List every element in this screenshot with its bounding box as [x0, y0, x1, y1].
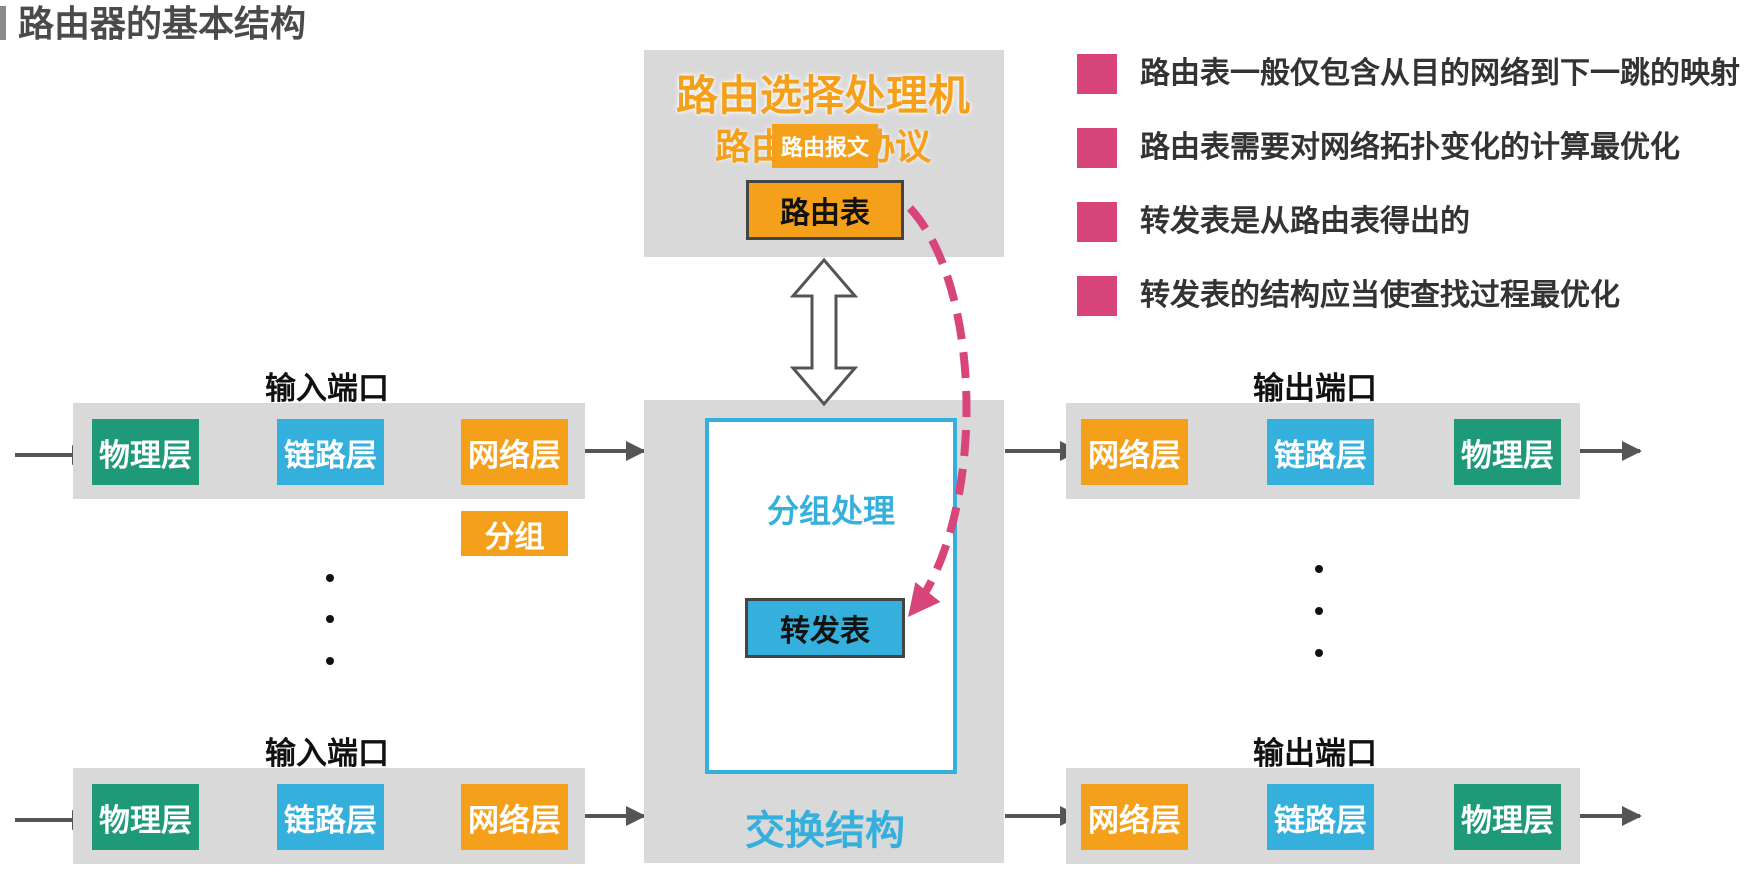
output1-link-layer: 链路层 [1267, 419, 1374, 485]
input-ellipsis-dot-3 [326, 657, 334, 665]
input1-network-layer: 网络层 [461, 419, 568, 485]
output2-physical-layer: 物理层 [1454, 784, 1561, 850]
output-ellipsis-dot-2 [1315, 607, 1323, 615]
input-port-label-1: 输入端口 [265, 371, 389, 406]
legend-text-4: 转发表的结构应当使查找过程最优化 [1140, 279, 1620, 312]
input-ellipsis-dot-1 [326, 574, 334, 582]
packet-processing-label: 分组处理 [766, 493, 895, 529]
input-ellipsis-dot-2 [326, 615, 334, 623]
routing-table-box: 路由表 [746, 180, 904, 240]
output-ellipsis-dot-1 [1315, 565, 1323, 573]
output1-physical-layer: 物理层 [1454, 419, 1561, 485]
packet-tag: 分组 [461, 511, 568, 556]
output-port-label-2: 输出端口 [1253, 736, 1377, 771]
legend-marker-3 [1077, 202, 1117, 242]
double-arrow-icon [789, 257, 859, 407]
output2-link-layer: 链路层 [1267, 784, 1374, 850]
page-title: 路由器的基本结构 [18, 3, 307, 44]
title-accent-bar [0, 6, 6, 40]
output-ellipsis-dot-3 [1315, 649, 1323, 657]
legend-text-2: 路由表需要对网络拓扑变化的计算最优化 [1140, 131, 1680, 164]
forwarding-table-box: 转发表 [745, 598, 905, 658]
input1-link-layer: 链路层 [277, 419, 384, 485]
switch-fabric-label: 交换结构 [745, 809, 905, 853]
legend-marker-1 [1077, 54, 1117, 94]
input2-network-layer: 网络层 [461, 784, 568, 850]
output-port-label-1: 输出端口 [1253, 371, 1377, 406]
legend-text-3: 转发表是从路由表得出的 [1140, 205, 1470, 238]
input2-physical-layer: 物理层 [92, 784, 199, 850]
output1-network-layer: 网络层 [1081, 419, 1188, 485]
input-port-label-2: 输入端口 [265, 736, 389, 771]
input2-link-layer: 链路层 [277, 784, 384, 850]
legend-marker-4 [1077, 276, 1117, 316]
input1-physical-layer: 物理层 [92, 419, 199, 485]
routing-message-tag: 路由报文 [772, 124, 878, 168]
routing-processor-title: 路由选择处理机 [675, 72, 970, 119]
legend-marker-2 [1077, 128, 1117, 168]
legend-text-1: 路由表一般仅包含从目的网络到下一跳的映射 [1140, 57, 1740, 90]
route-to-forward-dashed-arrow [907, 205, 971, 618]
output2-network-layer: 网络层 [1081, 784, 1188, 850]
